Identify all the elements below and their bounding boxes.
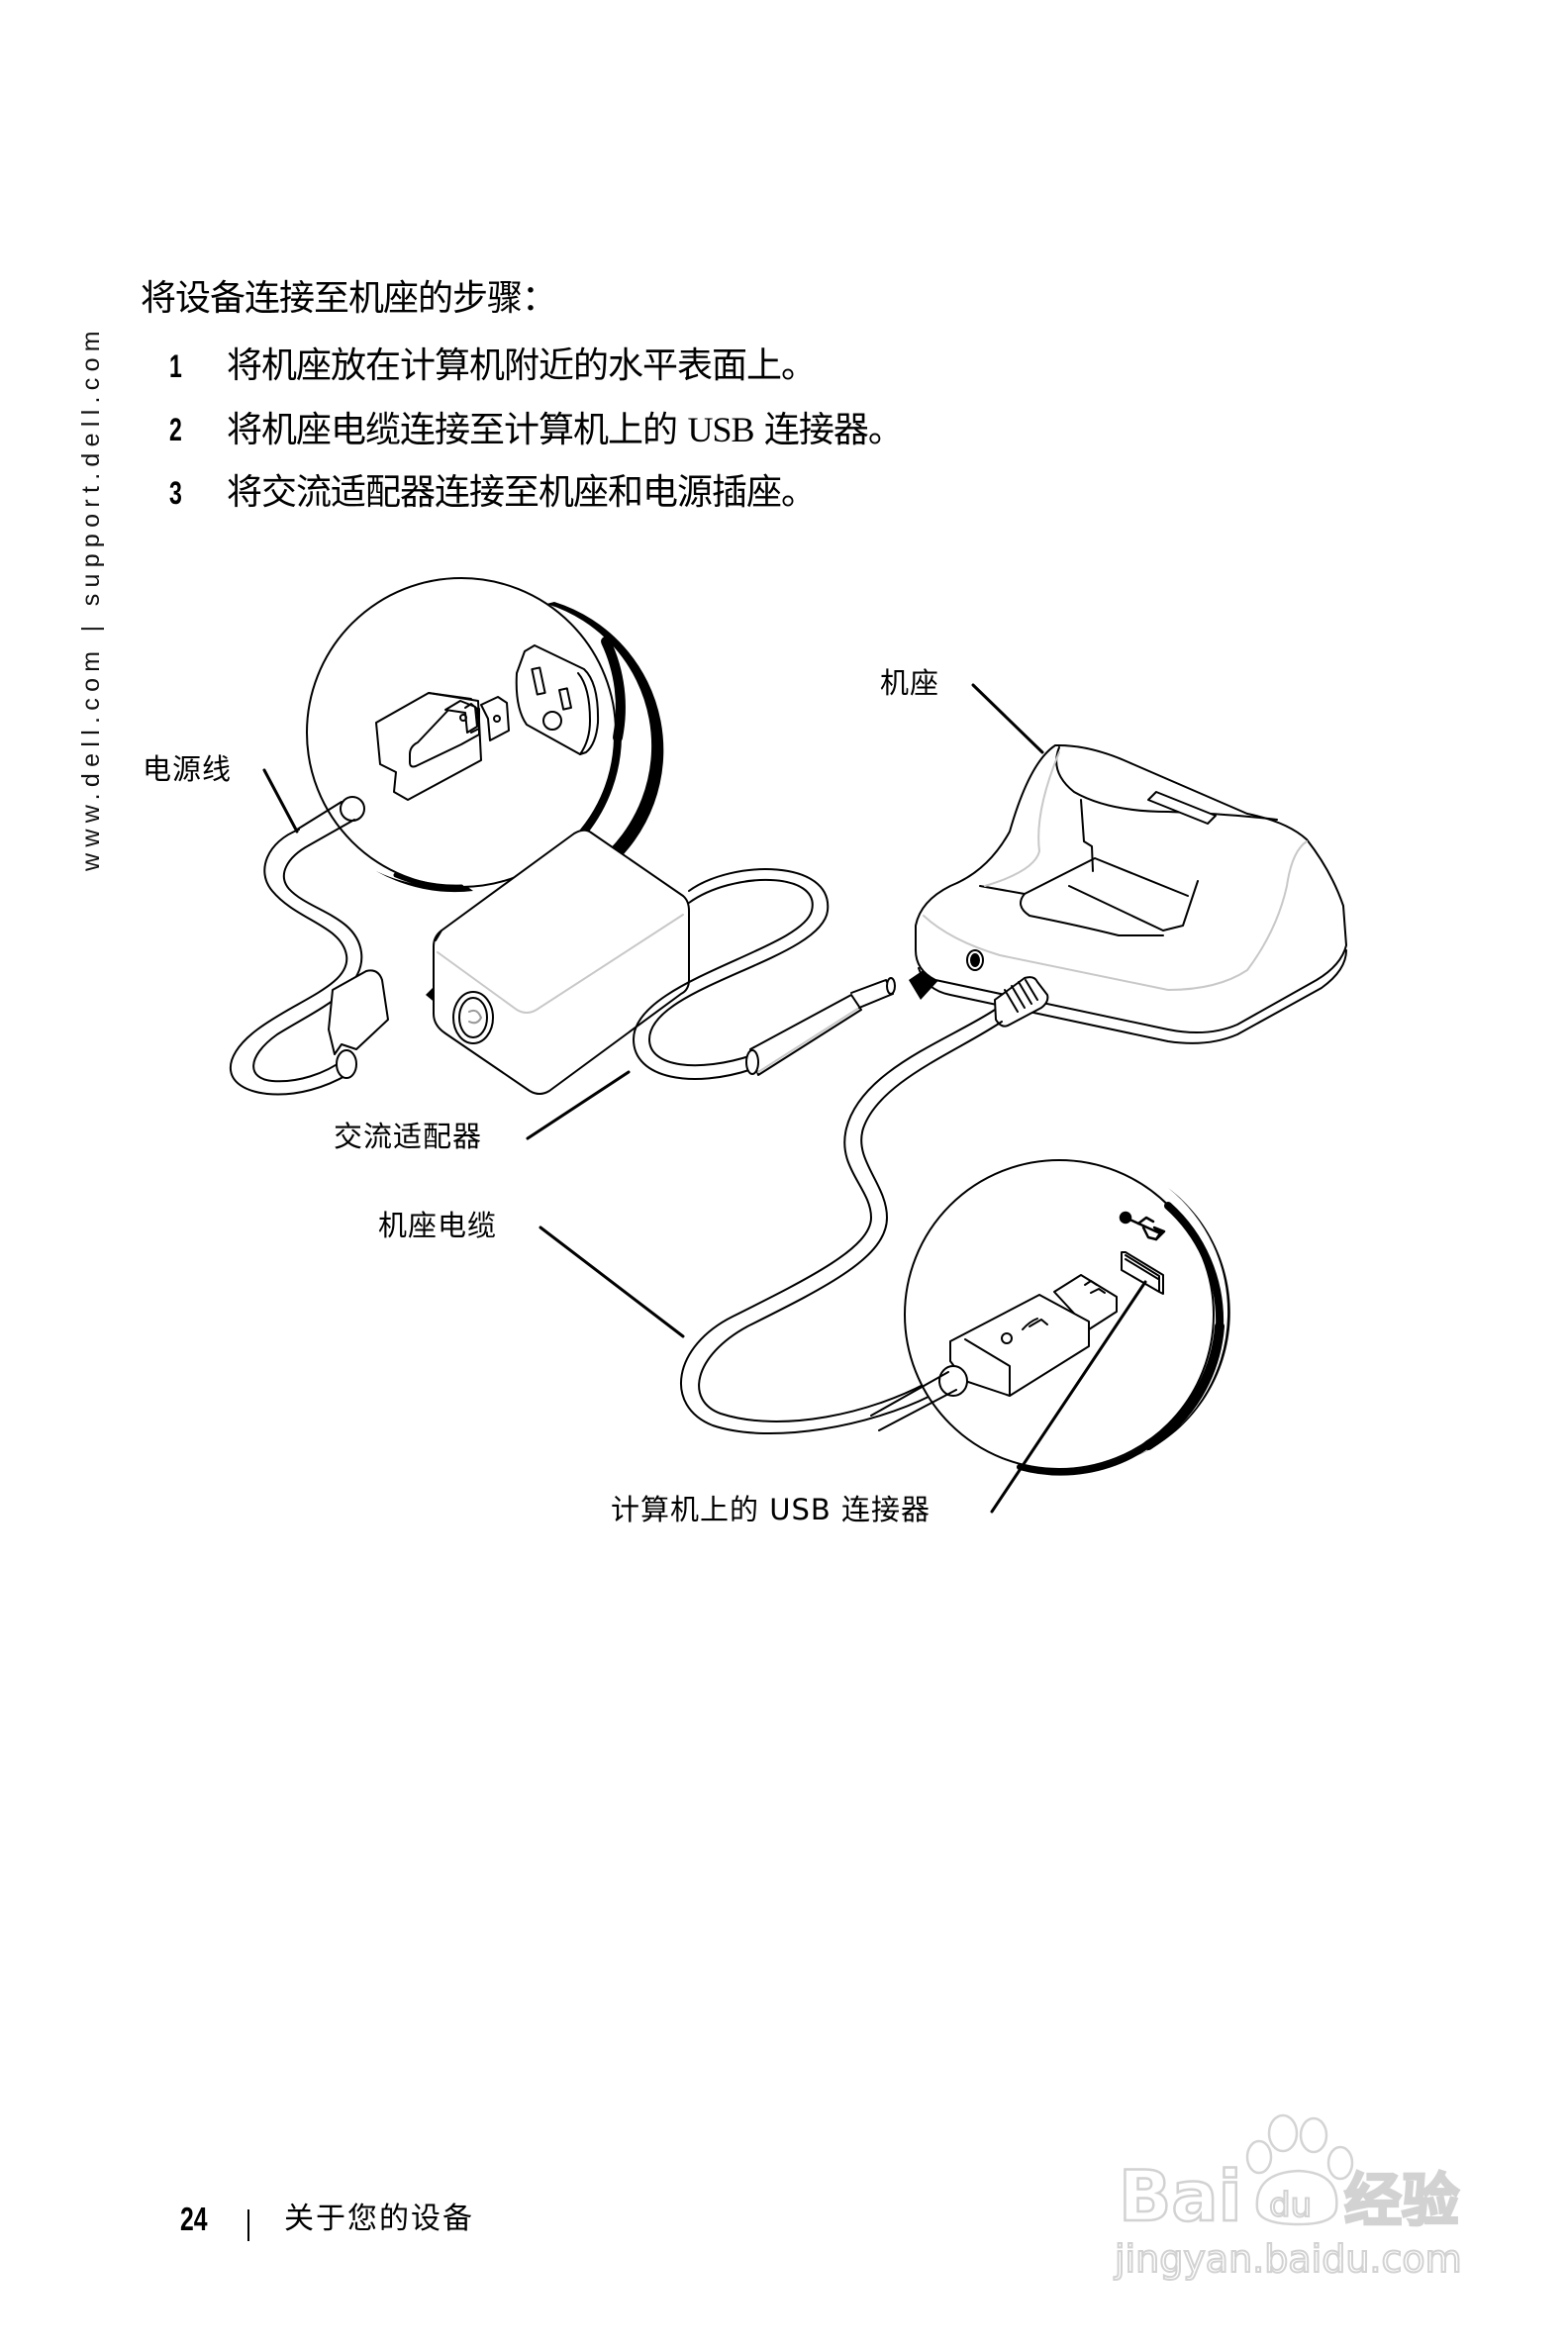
watermark-brand-jingyan: 经验 (1344, 2167, 1459, 2234)
callout-power-cable: 电源线 (143, 752, 233, 786)
watermark-url: jingyan.baidu.com (1114, 2237, 1462, 2281)
ac-inlet-plug (328, 969, 389, 1079)
step-number: 1 (169, 348, 182, 384)
usb-plug (870, 1274, 1118, 1431)
callout-usb-connector: 计算机上的 USB 连接器 (611, 1493, 931, 1526)
dock-usb-cable (679, 976, 1049, 1434)
page-number: 24 (180, 2201, 208, 2237)
footer-separator (247, 2209, 249, 2241)
dock (915, 743, 1347, 1044)
watermark-brand-du: du (1269, 2186, 1312, 2225)
plug-detail-circle (296, 577, 664, 893)
dc-cable (633, 868, 896, 1080)
usb-detail-circle (870, 1159, 1230, 1476)
paw-logo-icon (1245, 2113, 1354, 2226)
leader-dock-cable (539, 1225, 685, 1338)
usb-port (1121, 1251, 1164, 1295)
callout-dock-cable: 机座电缆 (378, 1209, 498, 1242)
leader-power-cable (262, 768, 299, 833)
power-plug-icon (296, 692, 510, 846)
intro-heading: 将设备连接至机座的步骤： (141, 278, 557, 319)
footer-section-title: 关于您的设备 (284, 2202, 474, 2236)
leader-dock (971, 683, 1044, 754)
callout-leaders (262, 683, 1147, 1514)
step-text-part: 将机座电缆连接至计算机上的 (227, 410, 688, 450)
step-text-usb: USB (687, 410, 754, 449)
step-text: 将机座电缆连接至计算机上的 USB 连接器。 (227, 408, 904, 452)
step-text: 将机座放在计算机附近的水平表面上。 (227, 345, 817, 386)
step-text: 将交流适配器连接至机座和电源插座。 (227, 472, 817, 513)
callout-ac-adapter: 交流适配器 (334, 1120, 483, 1153)
leader-ac-adapter (526, 1070, 631, 1140)
leader-usb-connector (990, 1280, 1147, 1514)
callout-dock: 机座 (880, 666, 940, 700)
step-number: 3 (169, 475, 182, 511)
ac-adapter (433, 829, 690, 1095)
watermark-brand-bai: Bai (1119, 2156, 1242, 2237)
baidu-jingyan-watermark: Bai du 经验 jingyan.baidu.com (1113, 2113, 1463, 2282)
step-number: 2 (169, 412, 182, 447)
step-text-part: 连接器。 (753, 410, 904, 450)
power-outlet-icon (515, 644, 600, 755)
usb-symbol-icon (1119, 1211, 1166, 1241)
